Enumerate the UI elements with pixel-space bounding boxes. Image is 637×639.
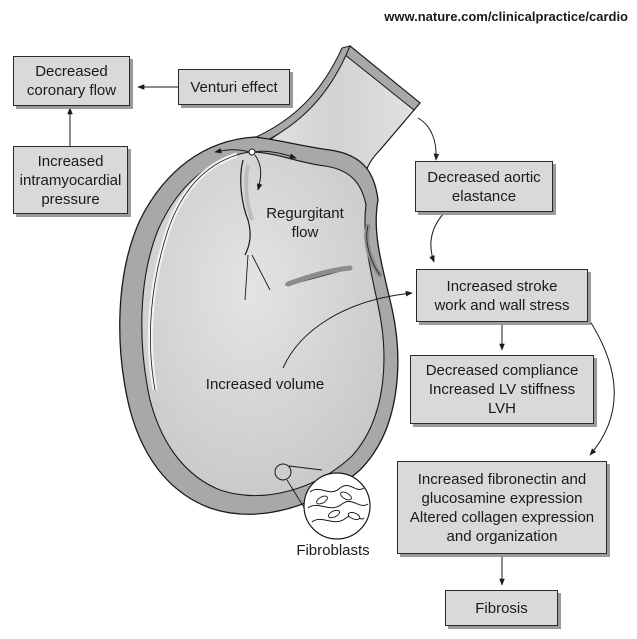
box-line: Increased — [37, 152, 104, 170]
box-line: Increased stroke — [446, 277, 558, 295]
source-url: www.nature.com/clinicalpractice/cardio — [384, 9, 628, 24]
arrow-stroke-to-fibronectin — [587, 317, 615, 456]
box-line: Venturi effect — [190, 78, 278, 96]
box-line: and organization — [446, 527, 558, 545]
box-line: work and wall stress — [434, 296, 570, 314]
box-line: Fibrosis — [475, 599, 528, 617]
box-increased-fibronectin: Increased fibronectin and glucosamine ex… — [397, 461, 607, 554]
regurgitant-arrow — [214, 148, 251, 154]
box-line: Decreased aortic — [427, 168, 541, 186]
box-line: LVH — [487, 400, 517, 417]
regurgitant-origin — [248, 148, 256, 156]
box-fibrosis: Fibrosis — [445, 590, 558, 626]
label-line: Regurgitant — [266, 205, 344, 222]
box-line: Increased LV stiffness — [428, 381, 576, 398]
box-venturi-effect: Venturi effect — [178, 69, 290, 105]
mitral-valve-leaflet — [240, 159, 251, 256]
regurgitant-arrow — [254, 150, 297, 159]
box-decreased-aortic-elastance: Decreased aortic elastance — [415, 161, 553, 212]
box-decreased-compliance: Decreased compliance Increased LV stiffn… — [410, 355, 594, 424]
label-increased-volume: Increased volume — [205, 376, 325, 393]
label-line: flow — [291, 224, 319, 241]
fibroblast-site-marker — [274, 463, 292, 481]
box-increased-intramyocardial-pressure: Increased intramyocardial pressure — [13, 146, 128, 214]
arrow-volume-to-stroke — [282, 290, 413, 369]
label-fibroblasts: Fibroblasts — [296, 542, 370, 559]
arrow-aorta-to-elastance — [417, 117, 440, 161]
box-line: Decreased — [35, 63, 108, 80]
papillary-muscle — [285, 265, 353, 287]
label-regurgitant-flow: Regurgitant flow — [255, 204, 355, 242]
box-line: Decreased compliance — [425, 362, 579, 379]
box-decreased-coronary-flow: Decreased coronary flow — [13, 56, 130, 106]
chordae — [244, 254, 346, 301]
box-line: Altered collagen expression — [409, 508, 595, 526]
box-line: intramyocardial — [19, 171, 122, 189]
arrow-elastance-to-stroke — [429, 211, 446, 263]
box-line: glucosamine expression — [421, 489, 583, 507]
fibroblast-magnified-view — [303, 472, 371, 540]
regurgitant-arrow — [254, 154, 263, 191]
box-line: Increased fibronectin and — [417, 470, 587, 488]
box-increased-stroke-work: Increased stroke work and wall stress — [416, 269, 588, 322]
box-line: elastance — [451, 187, 517, 205]
box-line: pressure — [41, 190, 100, 208]
box-line: coronary flow — [26, 82, 117, 99]
